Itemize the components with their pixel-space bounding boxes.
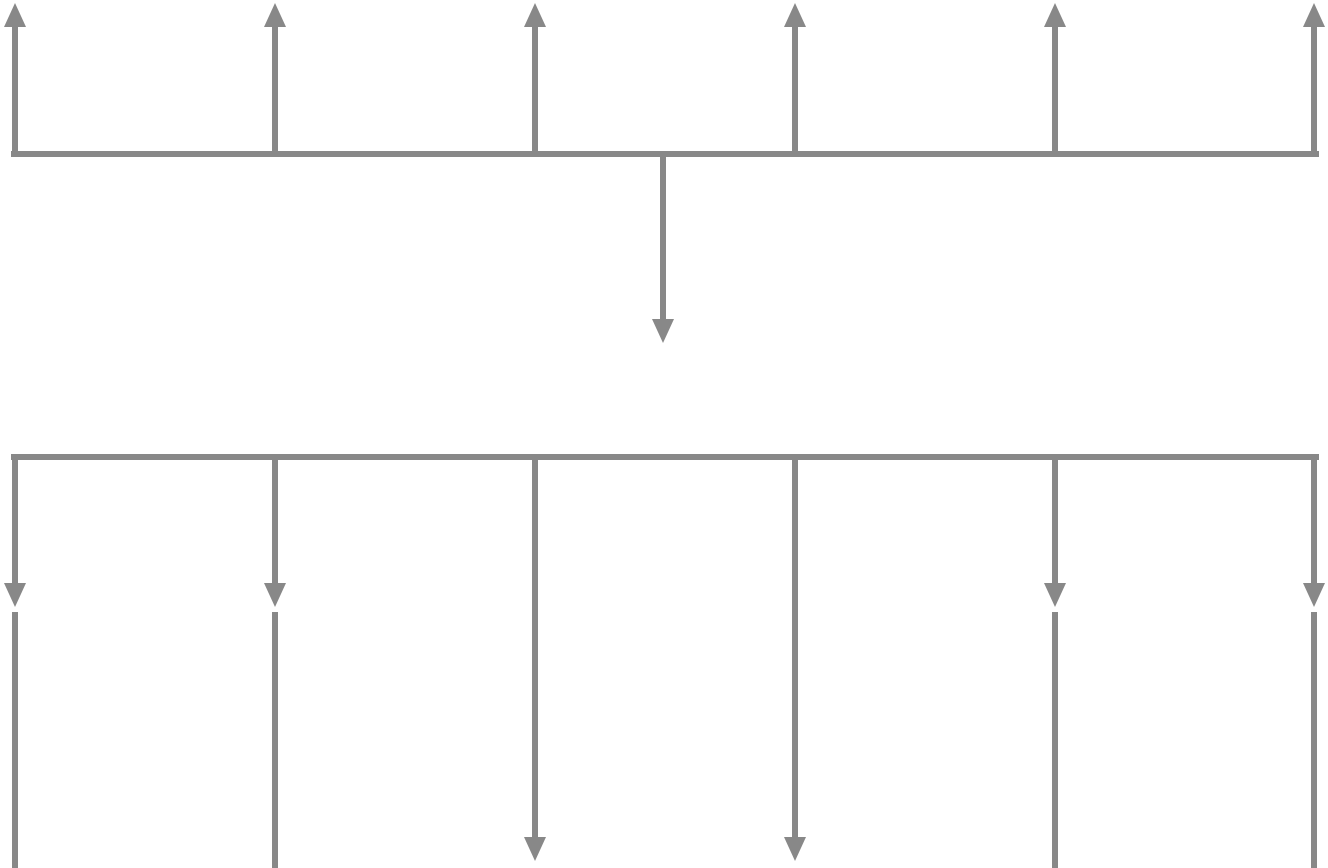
- lower-bus-group: [4, 454, 1325, 861]
- continuation-lines-group: [12, 612, 1317, 868]
- lower-branch-3-down-arrow-icon: [524, 837, 546, 861]
- upper-trunk-down-arrow-icon: [652, 319, 674, 343]
- upper-branch-1-up-arrow-icon: [4, 3, 26, 27]
- upper-branch-4-up-arrow-icon: [784, 3, 806, 27]
- lower-branch-4-down-arrow-icon: [784, 837, 806, 861]
- lower-branch-5-down-arrow-icon: [1044, 583, 1066, 607]
- lower-branch-1-down-arrow-icon: [4, 583, 26, 607]
- lower-branch-6-down-arrow-icon: [1303, 583, 1325, 607]
- upper-bus-group: [4, 3, 1325, 343]
- upper-branch-2-up-arrow-icon: [264, 3, 286, 27]
- upper-branch-6-up-arrow-icon: [1303, 3, 1325, 27]
- lower-branch-2-down-arrow-icon: [264, 583, 286, 607]
- upper-branch-5-up-arrow-icon: [1044, 3, 1066, 27]
- upper-branch-3-up-arrow-icon: [524, 3, 546, 27]
